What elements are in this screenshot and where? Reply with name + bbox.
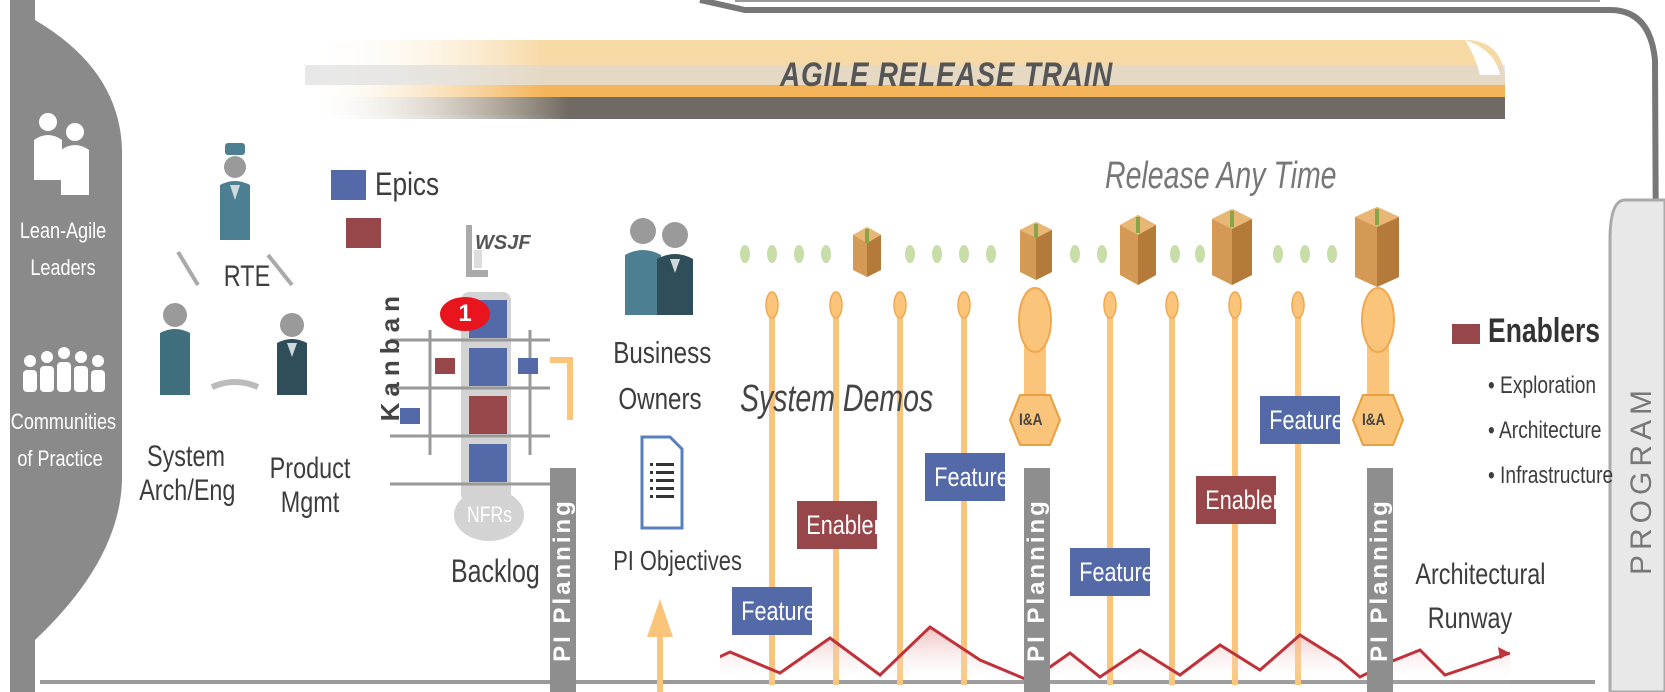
ia-label-2: I&A bbox=[1362, 410, 1386, 429]
communities-icon bbox=[23, 347, 105, 392]
feature-box-2: Feature bbox=[925, 453, 1009, 501]
banner-stripe bbox=[305, 40, 1505, 119]
system-arch-label: System Arch/Eng bbox=[139, 440, 236, 507]
feature-label-4: Feature bbox=[1269, 405, 1344, 435]
badge-number: 1 bbox=[458, 300, 472, 327]
nfrs-label: NFRs bbox=[467, 502, 512, 527]
feature-label-2: Feature bbox=[934, 462, 1009, 492]
enabler-label-1: Enabler bbox=[806, 510, 881, 540]
backlog-kanban bbox=[390, 225, 573, 541]
epics-label: Epics bbox=[375, 166, 440, 202]
feature-box-1: Feature bbox=[732, 587, 816, 635]
enabler-item-architecture: • Architecture bbox=[1488, 417, 1602, 444]
enabler-box-2: Enabler bbox=[1196, 476, 1280, 524]
pi-planning-bar-2: PI Planning bbox=[1023, 468, 1050, 692]
product-mgmt-label: Product Mgmt bbox=[269, 452, 351, 519]
architectural-runway-label: Architectural Runway bbox=[1415, 558, 1546, 635]
communities-of-practice-label: Communities of Practice bbox=[10, 409, 117, 471]
badge-1: 1 bbox=[440, 297, 490, 331]
enablers-legend-label: Enablers bbox=[1488, 312, 1601, 350]
program-side-label: PROGRAM bbox=[1625, 384, 1658, 575]
enablers-swatch bbox=[1452, 324, 1480, 344]
feature-box-3: Feature bbox=[1070, 548, 1154, 596]
feature-label-1: Feature bbox=[741, 596, 816, 626]
rte-label: RTE bbox=[223, 260, 271, 293]
epics-swatch bbox=[331, 170, 366, 200]
enabler-label-2: Enabler bbox=[1205, 485, 1280, 515]
release-boxes bbox=[853, 207, 1399, 287]
pi-planning-bar-1: PI Planning bbox=[549, 468, 576, 692]
pi-objectives-doc-icon bbox=[640, 435, 684, 530]
pi-planning-label-2: PI Planning bbox=[1023, 498, 1050, 662]
enabler-item-infrastructure: • Infrastructure bbox=[1488, 462, 1614, 489]
business-owners-label: Business Owners bbox=[613, 335, 712, 416]
banner-title: AGILE RELEASE TRAIN bbox=[780, 56, 1114, 94]
wsjf-label: WSJF bbox=[475, 232, 531, 254]
system-demos-label: System Demos bbox=[740, 378, 934, 420]
ia-label-1: I&A bbox=[1019, 410, 1043, 429]
leaders-icon bbox=[34, 113, 89, 195]
up-arrow-icon bbox=[647, 599, 673, 692]
feature-label-3: Feature bbox=[1079, 557, 1154, 587]
pi-planning-label-3: PI Planning bbox=[1366, 498, 1393, 662]
feature-box-4: Feature bbox=[1260, 396, 1344, 444]
backlog-label: Backlog bbox=[451, 553, 540, 589]
lean-agile-leaders-label: Lean-Agile Leaders bbox=[19, 218, 107, 280]
business-owners-icon bbox=[625, 218, 693, 315]
enabler-box-1: Enabler bbox=[797, 501, 881, 549]
pi-planning-label-1: PI Planning bbox=[549, 498, 576, 662]
enabler-epic-swatch bbox=[346, 218, 381, 248]
pi-objectives-label: PI Objectives bbox=[613, 545, 742, 576]
roles-triangle bbox=[160, 143, 307, 395]
release-timeline bbox=[720, 207, 1511, 685]
pi-planning-bar-3: PI Planning bbox=[1366, 468, 1393, 692]
kanban-label: Kanban bbox=[375, 290, 405, 422]
release-any-time-label: Release Any Time bbox=[1105, 155, 1337, 197]
enabler-item-exploration: • Exploration bbox=[1488, 372, 1597, 399]
